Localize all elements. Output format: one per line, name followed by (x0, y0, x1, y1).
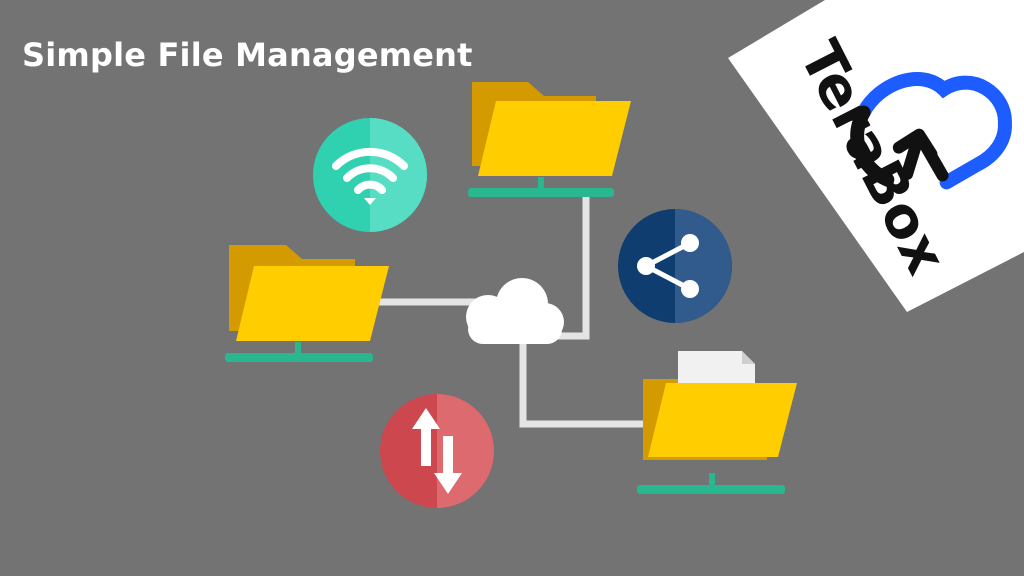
share-icon (618, 209, 732, 323)
cloud-icon (466, 278, 564, 344)
page-title: Simple File Management (22, 36, 473, 74)
terabox-logo: TeraBox (728, 0, 1024, 312)
network-connectors (376, 192, 652, 428)
folder-document-icon (637, 351, 797, 494)
wifi-icon (313, 118, 427, 232)
folder-left-icon (225, 245, 389, 362)
folder-top-icon (468, 82, 631, 197)
transfer-arrows-icon (380, 394, 494, 508)
